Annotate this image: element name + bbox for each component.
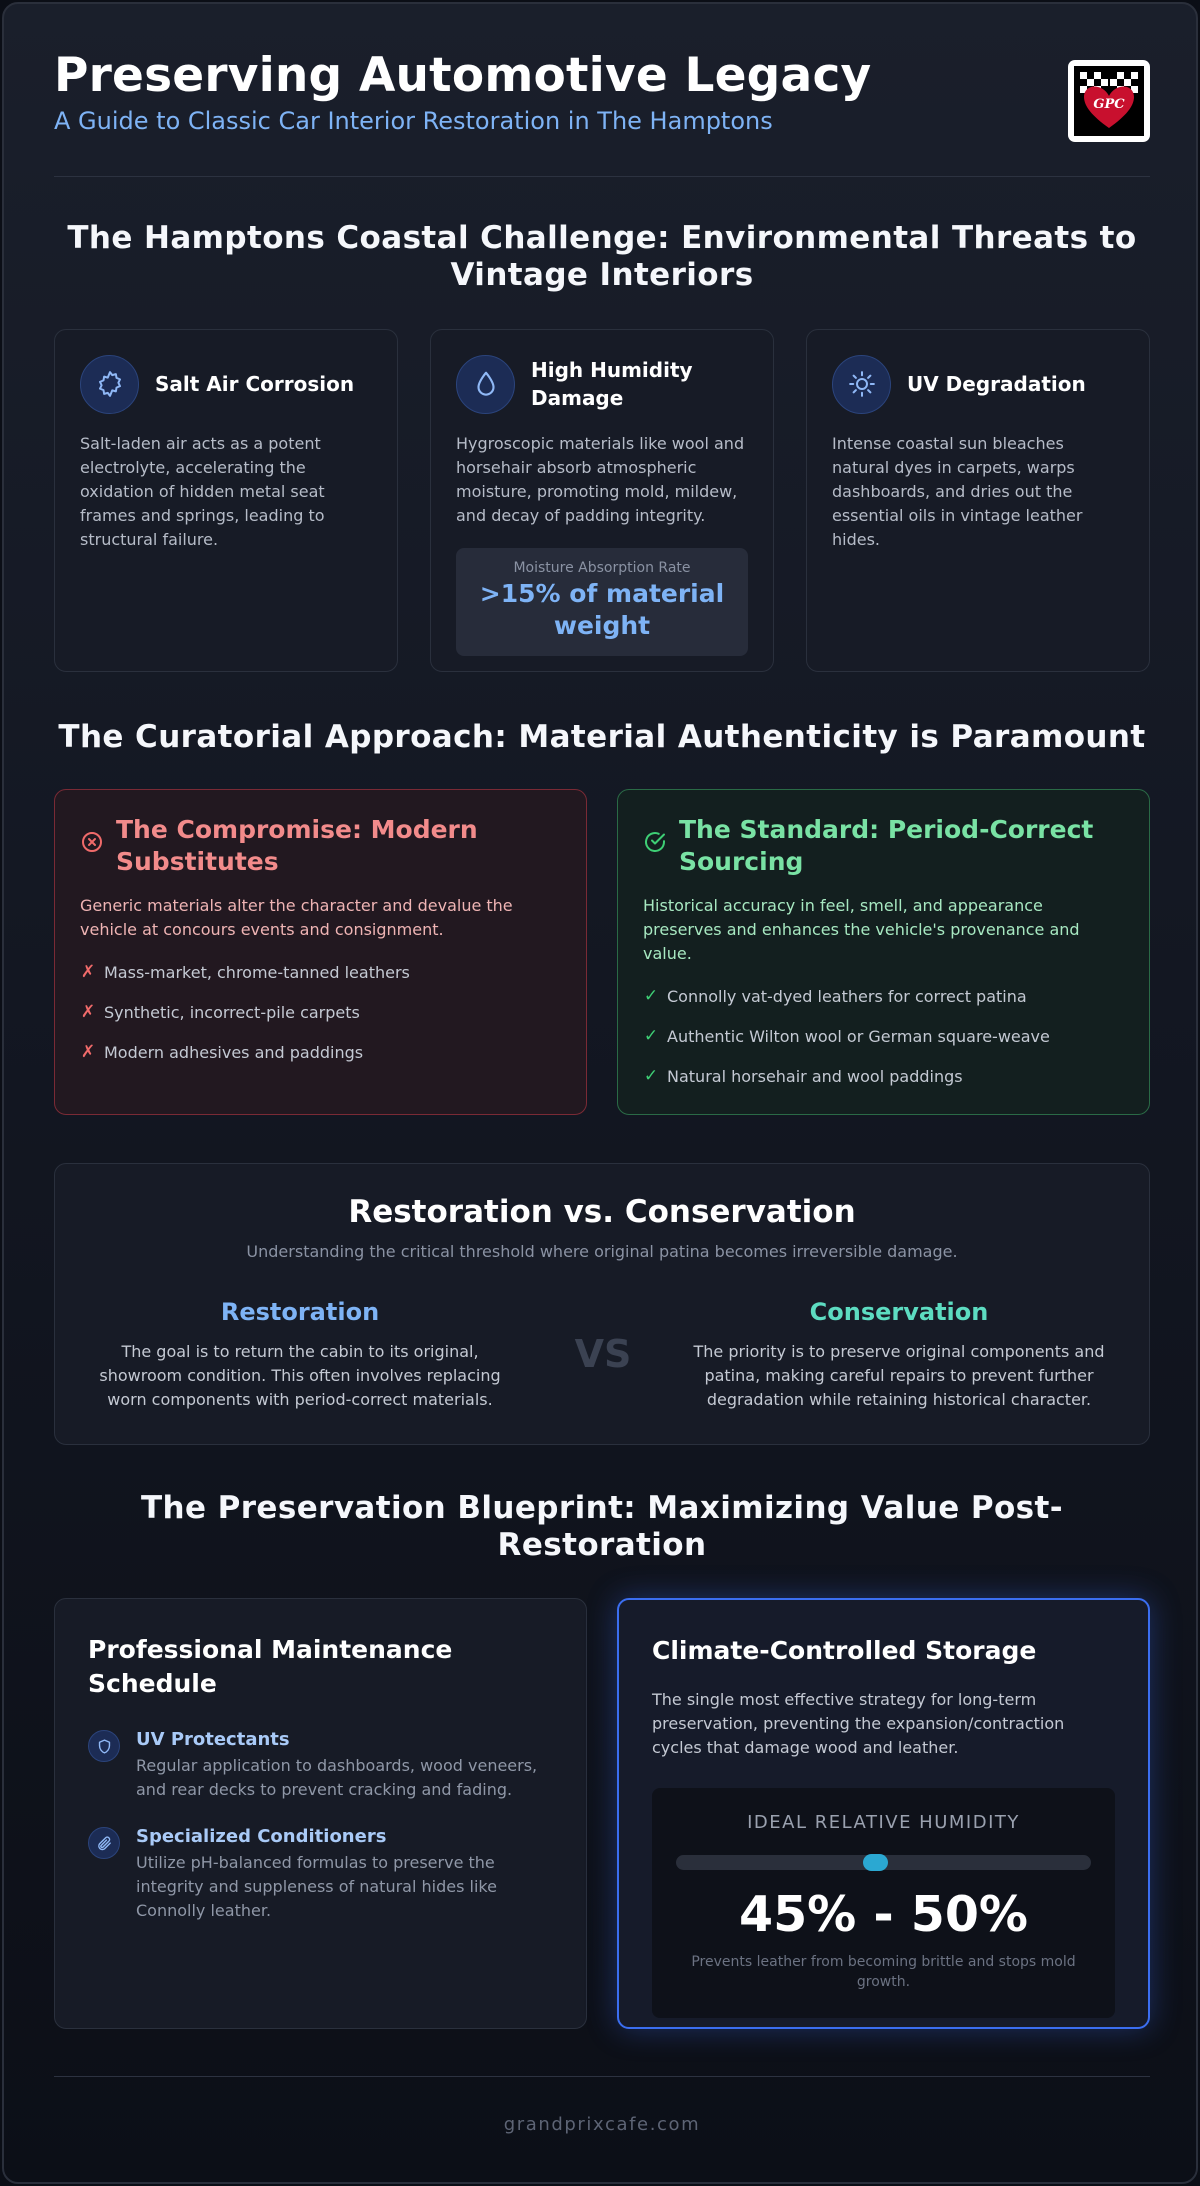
header-divider: [54, 176, 1150, 177]
vs-label: VS: [574, 1332, 632, 1376]
standard-title: The Standard: Period-Correct Sourcing: [679, 815, 1094, 876]
standard-text: Historical accuracy in feel, smell, and …: [643, 896, 1080, 963]
threat-card-humidity: High Humidity Damage Hygroscopic materia…: [430, 329, 774, 672]
restoration-column: Restoration The goal is to return the ca…: [85, 1298, 515, 1412]
list-item: ✗Mass-market, chrome-tanned leathers: [80, 962, 410, 982]
paperclip-icon: [88, 1827, 120, 1859]
threat-title: Salt Air Corrosion: [155, 372, 355, 396]
page-subtitle: A Guide to Classic Car Interior Restorat…: [54, 107, 773, 135]
restoration-title: Restoration: [220, 1298, 380, 1326]
droplet-icon: [456, 354, 515, 414]
standard-list: ✓Connolly vat-dyed leathers for correct …: [643, 976, 1124, 1096]
threat-card-salt: Salt Air Corrosion Salt-laden air acts a…: [54, 329, 398, 672]
threat-card-uv: UV Degradation Intense coastal sun bleac…: [806, 329, 1150, 672]
humidity-panel: IDEAL RELATIVE HUMIDITY 45% - 50% Preven…: [652, 1788, 1115, 2018]
logo-lettering: GPC: [1093, 97, 1125, 112]
list-item: ✗Synthetic, incorrect-pile carpets: [80, 1002, 360, 1022]
check-circle-icon: [645, 832, 665, 852]
rvc-subtitle: Understanding the critical threshold whe…: [246, 1242, 958, 1261]
maintenance-card: Professional Maintenance Schedule UV Pro…: [54, 1598, 587, 2029]
maintenance-item-uv: UV Protectants Regular application to da…: [88, 1729, 553, 1802]
page-title: Preserving Automotive Legacy: [54, 48, 872, 103]
conservation-title: Conservation: [809, 1298, 989, 1326]
maintenance-item-text: Utilize pH-balanced formulas to preserve…: [136, 1853, 497, 1920]
section-title-curatorial: The Curatorial Approach: Material Authen…: [58, 719, 1146, 755]
compromise-card: The Compromise: Modern Substitutes Gener…: [54, 789, 587, 1115]
threat-title: UV Degradation: [907, 372, 1086, 396]
humidity-label: IDEAL RELATIVE HUMIDITY: [747, 1812, 1020, 1833]
humidity-value: 45% - 50%: [738, 1886, 1029, 1943]
restoration-text: The goal is to return the cabin to its o…: [99, 1342, 501, 1409]
check-mark-icon: ✓: [643, 1026, 659, 1046]
check-mark-icon: ✓: [643, 1066, 659, 1086]
stat-label: Moisture Absorption Rate: [513, 560, 691, 576]
shield-icon: [88, 1730, 120, 1762]
threat-text: Salt-laden air acts as a potent electrol…: [80, 434, 325, 549]
maintenance-item-conditioners: Specialized Conditioners Utilize pH-bala…: [88, 1826, 553, 1923]
footer-divider: [54, 2076, 1150, 2077]
threat-text: Intense coastal sun bleaches natural dye…: [832, 434, 1083, 549]
compromise-list: ✗Mass-market, chrome-tanned leathers ✗Sy…: [80, 952, 561, 1072]
list-item: ✗Modern adhesives and paddings: [80, 1042, 364, 1062]
x-circle-icon: [82, 832, 102, 852]
checkered-heart-logo-icon: GPC: [1074, 66, 1144, 136]
storage-card: Climate-Controlled Storage The single mo…: [617, 1598, 1150, 2029]
threat-text: Hygroscopic materials like wool and hors…: [456, 434, 745, 525]
x-mark-icon: ✗: [80, 962, 96, 982]
conservation-text: The priority is to preserve original com…: [693, 1342, 1105, 1409]
storage-title: Climate-Controlled Storage: [652, 1636, 1037, 1665]
sun-icon: [832, 354, 891, 414]
check-mark-icon: ✓: [643, 986, 659, 1006]
humidity-range-indicator: [862, 1854, 888, 1871]
list-item: ✓Authentic Wilton wool or German square-…: [643, 1026, 1050, 1046]
standard-card: The Standard: Period-Correct Sourcing Hi…: [617, 789, 1150, 1115]
maintenance-item-title: UV Protectants: [136, 1729, 290, 1750]
moisture-stat: Moisture Absorption Rate >15% of materia…: [456, 548, 748, 656]
gear-icon: [80, 354, 139, 414]
x-mark-icon: ✗: [80, 1042, 96, 1062]
section-title-threats: The Hamptons Coastal Challenge: Environm…: [67, 220, 1137, 293]
stat-value: >15% of material weight: [479, 579, 725, 640]
list-item: ✓Natural horsehair and wool paddings: [643, 1066, 963, 1086]
maintenance-title: Professional Maintenance Schedule: [88, 1635, 453, 1698]
storage-text: The single most effective strategy for l…: [652, 1690, 1065, 1757]
compromise-text: Generic materials alter the character an…: [80, 896, 513, 939]
humidity-track: [676, 1854, 1091, 1871]
conservation-column: Conservation The priority is to preserve…: [679, 1298, 1119, 1412]
x-mark-icon: ✗: [80, 1002, 96, 1022]
maintenance-item-text: Regular application to dashboards, wood …: [136, 1756, 538, 1799]
threat-title: High Humidity Damage: [531, 358, 693, 410]
restoration-vs-conservation: Restoration vs. Conservation Understandi…: [54, 1163, 1150, 1445]
rvc-title: Restoration vs. Conservation: [348, 1194, 856, 1230]
section-title-blueprint: The Preservation Blueprint: Maximizing V…: [140, 1490, 1063, 1563]
brand-logo[interactable]: GPC: [1068, 60, 1150, 142]
maintenance-item-title: Specialized Conditioners: [136, 1826, 387, 1847]
header: Preserving Automotive Legacy A Guide to …: [54, 48, 1150, 178]
humidity-note: Prevents leather from becoming brittle a…: [691, 1954, 1076, 1990]
list-item: ✓Connolly vat-dyed leathers for correct …: [643, 986, 1027, 1006]
footer-site-link[interactable]: grandprixcafe.com: [503, 2114, 701, 2135]
compromise-title: The Compromise: Modern Substitutes: [116, 815, 478, 876]
